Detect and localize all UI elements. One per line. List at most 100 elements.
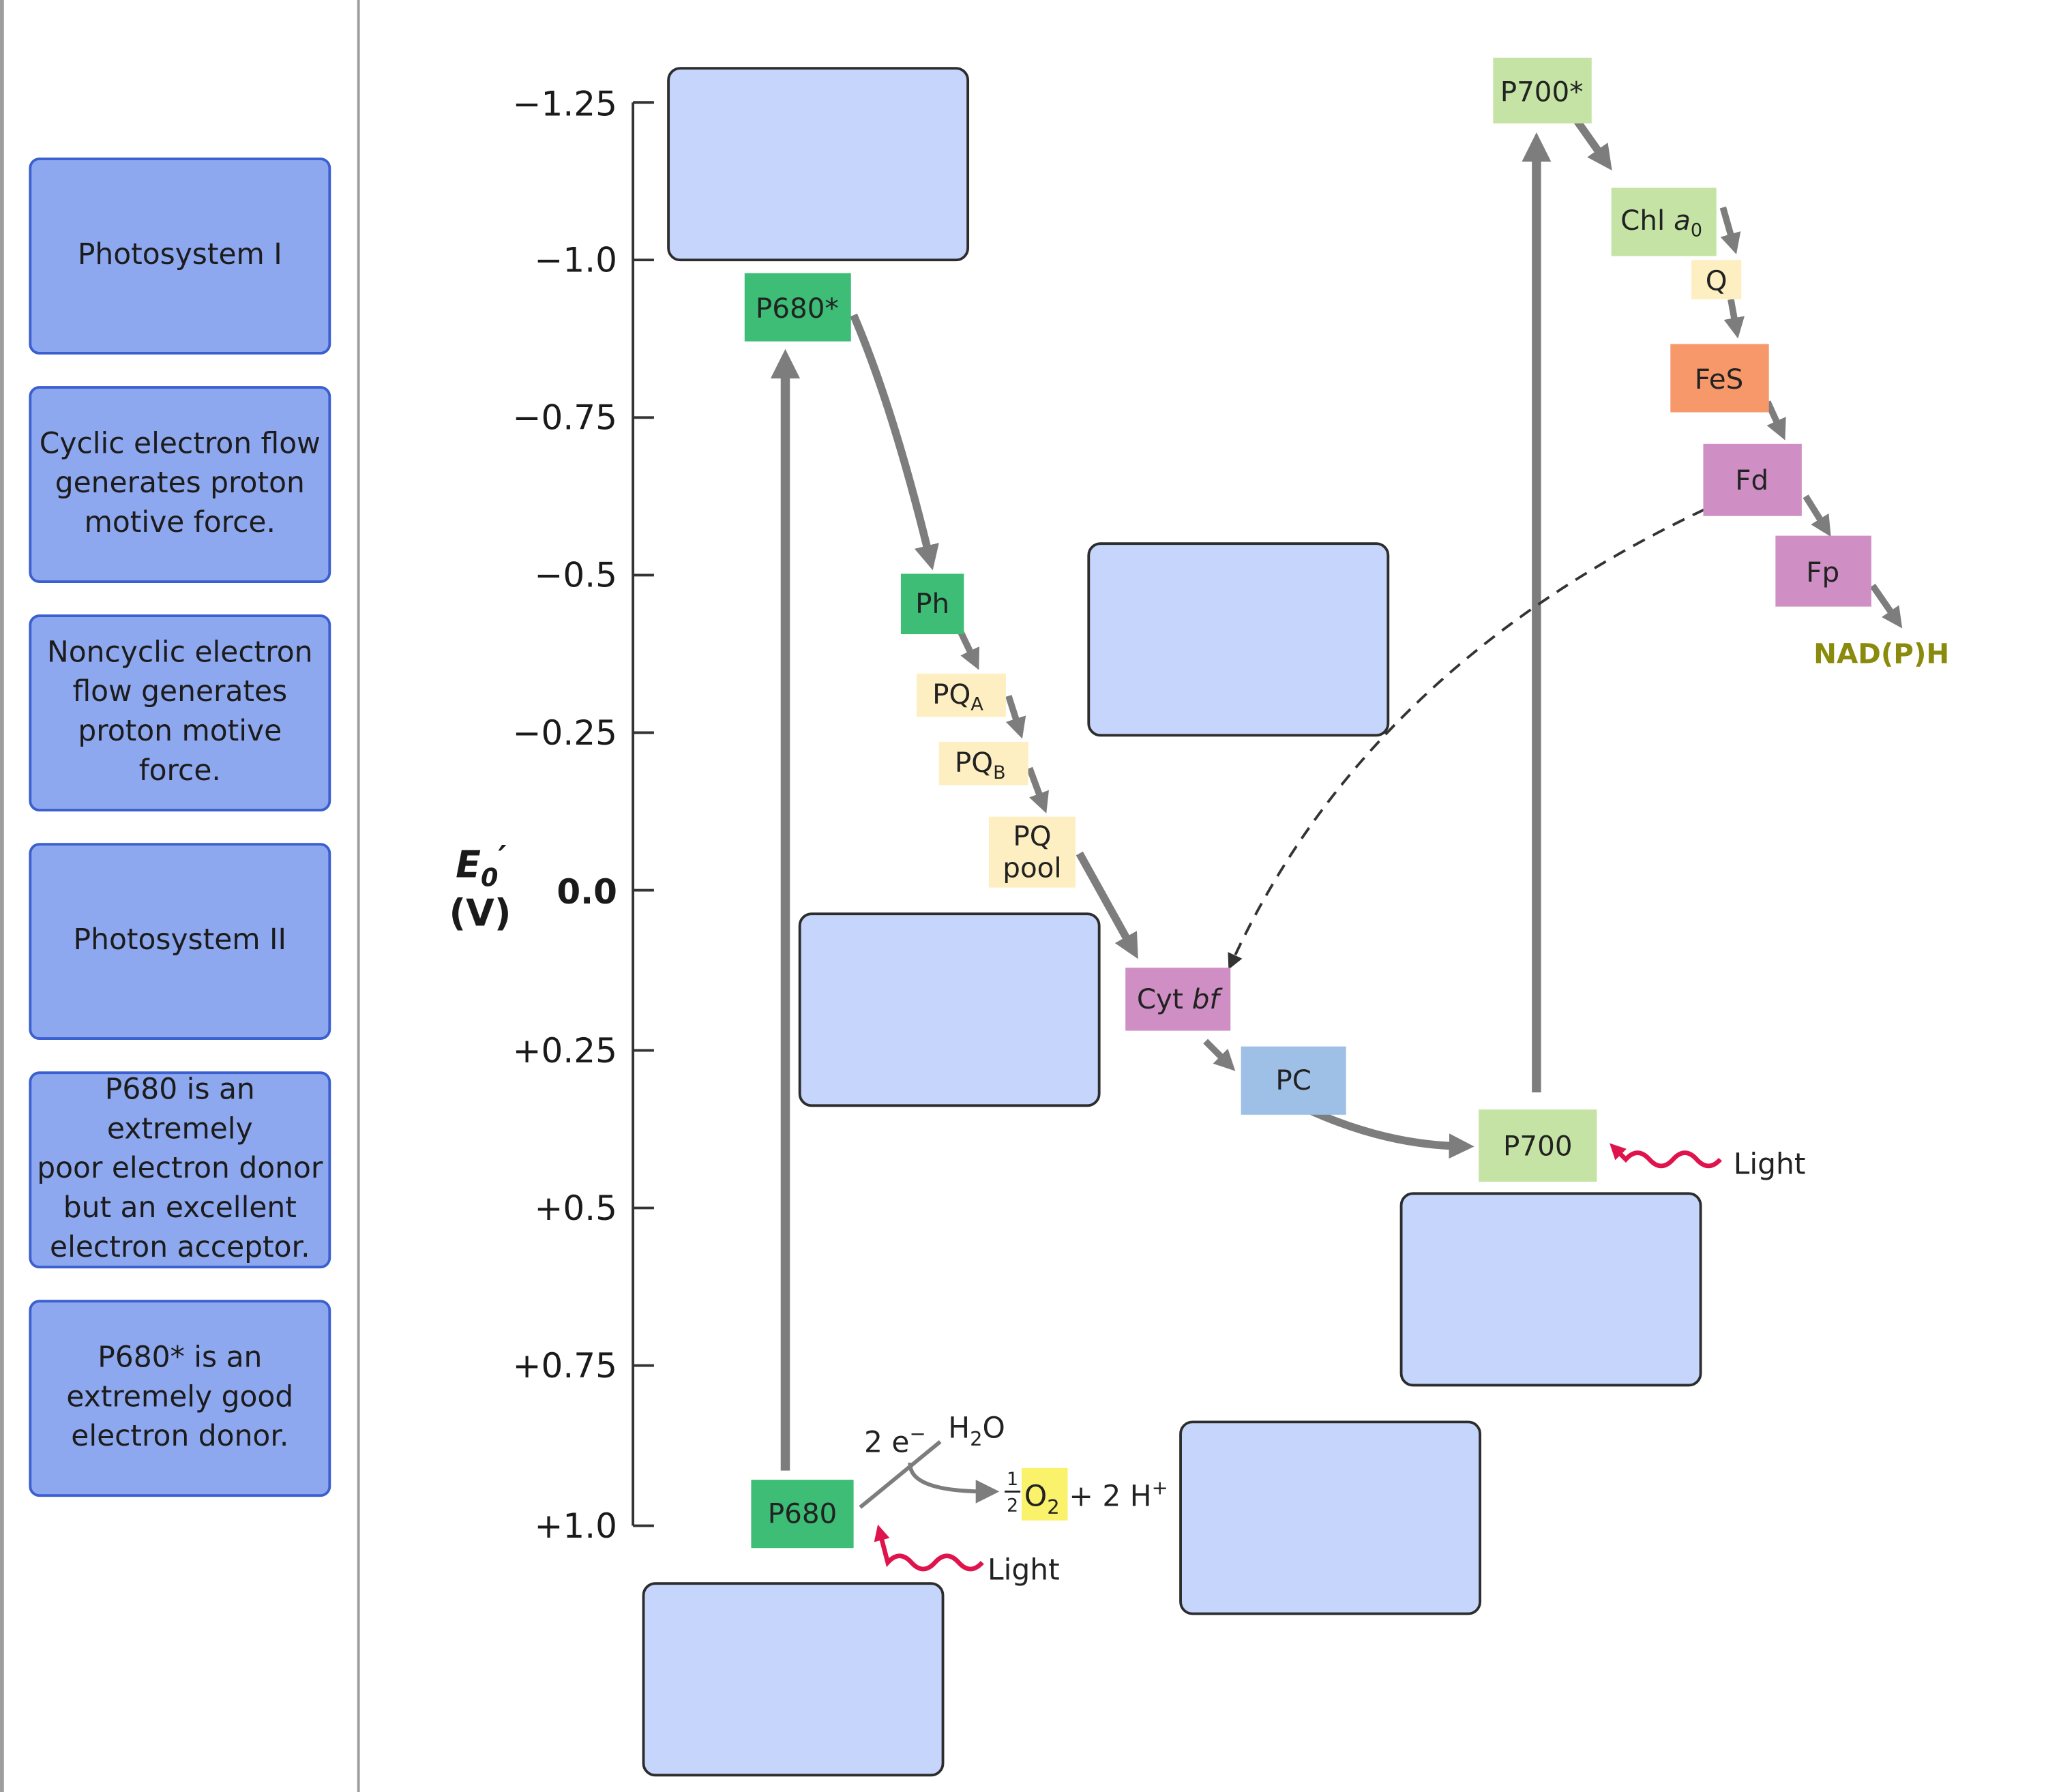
card-line: Photosystem II xyxy=(73,924,287,957)
o2-highlight xyxy=(1022,1467,1068,1521)
card-line: P680* is an xyxy=(98,1341,263,1375)
axis-symbol-sub: 0 xyxy=(481,863,498,893)
water-split-branch xyxy=(908,1462,1000,1504)
component-label: Cyt bf xyxy=(1137,983,1224,1015)
component-ph: Ph xyxy=(900,573,964,635)
half-denominator: 2 xyxy=(1007,1495,1018,1516)
o2-o: O xyxy=(1024,1480,1047,1513)
axis-unit: (V) xyxy=(449,892,512,935)
card-line: electron donor. xyxy=(71,1420,289,1454)
card-text: Photosystem I xyxy=(78,237,282,276)
axis-symbol: E0′ xyxy=(456,839,506,893)
component-label: FeS xyxy=(1695,363,1744,395)
dropzone-lower-left[interactable] xyxy=(798,912,1101,1107)
tick-label: 0.0 xyxy=(557,872,617,912)
component-p680: P680 xyxy=(751,1480,854,1549)
tick-label: −0.5 xyxy=(534,556,617,595)
sidebar-divider xyxy=(357,0,360,1792)
arrow-chl-to-q xyxy=(1719,206,1741,254)
protons-sup: + xyxy=(1152,1476,1168,1499)
dropzone-bottom[interactable] xyxy=(642,1582,945,1777)
pqb-main: PQ xyxy=(955,746,993,779)
component-label: Q xyxy=(1706,265,1728,297)
card-photosystem-1[interactable]: Photosystem I xyxy=(29,158,331,355)
dropzone-right-of-oxygen[interactable] xyxy=(1179,1420,1482,1615)
component-p700star: P700* xyxy=(1493,57,1592,124)
card-line: Cyclic electron flow xyxy=(39,428,321,461)
card-line: but an excellent xyxy=(63,1192,297,1225)
arrow-pc-to-p700 xyxy=(1306,1105,1474,1159)
water-splitting: 2 e− H2O 1 2 O2 + 2 H+ xyxy=(859,1411,1168,1521)
card-text: Cyclic electron flow generates proton mo… xyxy=(40,425,321,543)
chl-sub: 0 xyxy=(1691,220,1702,241)
component-fd: Fd xyxy=(1703,443,1802,516)
card-cyclic-flow[interactable]: Cyclic electron flow generates proton mo… xyxy=(29,386,331,583)
protons-text: + 2 H xyxy=(1069,1480,1151,1513)
component-q: Q xyxy=(1691,260,1742,300)
card-line: proton motive force. xyxy=(78,715,282,788)
component-label: Fd xyxy=(1735,464,1768,496)
component-label: Chl a0 xyxy=(1620,204,1702,241)
component-fp: Fp xyxy=(1775,535,1871,607)
component-label: Fp xyxy=(1806,556,1839,588)
card-text: Noncyclic electron flow generates proton… xyxy=(34,634,325,792)
tick-label: +0.5 xyxy=(534,1189,617,1228)
pqa-sub: A xyxy=(970,694,983,715)
tick-label: −0.25 xyxy=(513,713,617,753)
electrons-label: 2 e− xyxy=(864,1422,926,1459)
arrow-q-to-fes xyxy=(1723,299,1745,339)
component-pqb: PQB xyxy=(938,741,1028,786)
card-noncyclic-flow[interactable]: Noncyclic electron flow generates proton… xyxy=(29,614,331,811)
dropzone-top-left[interactable] xyxy=(667,67,970,262)
electrons-sup: − xyxy=(909,1422,925,1445)
light-wave-icon xyxy=(874,1524,984,1572)
arrow-fp-to-nadph xyxy=(1869,584,1903,629)
chl-main: Chl xyxy=(1620,204,1674,237)
light-label-p700: Light xyxy=(1734,1147,1806,1180)
arrow-pqa-to-pqb xyxy=(1005,695,1026,739)
pqb-sub: B xyxy=(993,762,1005,783)
component-pqa: PQA xyxy=(917,673,1006,717)
cyt-italic: bf xyxy=(1192,983,1224,1015)
card-line: extremely good xyxy=(66,1381,294,1414)
component-pc: PC xyxy=(1241,1046,1346,1115)
tick-label: −1.0 xyxy=(534,241,617,280)
tick-label: +0.75 xyxy=(513,1346,617,1386)
card-line: Photosystem I xyxy=(77,239,282,272)
o2-sub: 2 xyxy=(1047,1495,1059,1519)
h2o-h: H xyxy=(948,1411,970,1444)
arrow-p680star-to-ph xyxy=(850,313,939,571)
water-split-line xyxy=(859,1440,942,1509)
component-label: Ph xyxy=(915,587,949,620)
card-line: poor electron donor xyxy=(37,1152,323,1186)
h2o-sub: 2 xyxy=(970,1427,982,1450)
card-text: P680 is an extremely poor electron donor… xyxy=(34,1071,325,1268)
card-p680star-good-donor[interactable]: P680* is an extremely good electron dono… xyxy=(29,1300,331,1497)
tick-label: −0.75 xyxy=(513,398,617,438)
card-line: Noncyclic electron xyxy=(47,636,313,670)
dropzone-middle[interactable] xyxy=(1087,542,1390,737)
arrow-pqb-to-pool xyxy=(1026,766,1049,813)
card-line: electron acceptor. xyxy=(50,1231,310,1265)
nadph-label: NAD(P)H xyxy=(1813,637,1949,670)
component-label: PQB xyxy=(955,746,1006,783)
component-label: P680 xyxy=(768,1497,837,1530)
h2o-o: O xyxy=(982,1411,1005,1444)
component-chl-a0: Chl a0 xyxy=(1611,188,1717,256)
pq-pool-line1: PQ xyxy=(1013,820,1051,852)
arrow-cyt-to-pc xyxy=(1203,1039,1236,1071)
h2o-label: H2O xyxy=(948,1411,1005,1450)
tick-label: +1.0 xyxy=(534,1506,617,1546)
card-photosystem-2[interactable]: Photosystem II xyxy=(29,843,331,1041)
pq-pool-line2: pool xyxy=(1003,851,1061,884)
dropzone-under-p700[interactable] xyxy=(1399,1192,1702,1387)
component-label: PC xyxy=(1275,1064,1311,1096)
cyt-main: Cyt xyxy=(1137,983,1192,1015)
card-line: motive force. xyxy=(84,507,276,540)
arrow-fes-to-fd xyxy=(1764,400,1786,440)
component-cyt-bf: Cyt bf xyxy=(1125,968,1231,1031)
card-p680-poor-donor[interactable]: P680 is an extremely poor electron donor… xyxy=(29,1071,331,1269)
card-line: flow generates xyxy=(72,676,288,709)
